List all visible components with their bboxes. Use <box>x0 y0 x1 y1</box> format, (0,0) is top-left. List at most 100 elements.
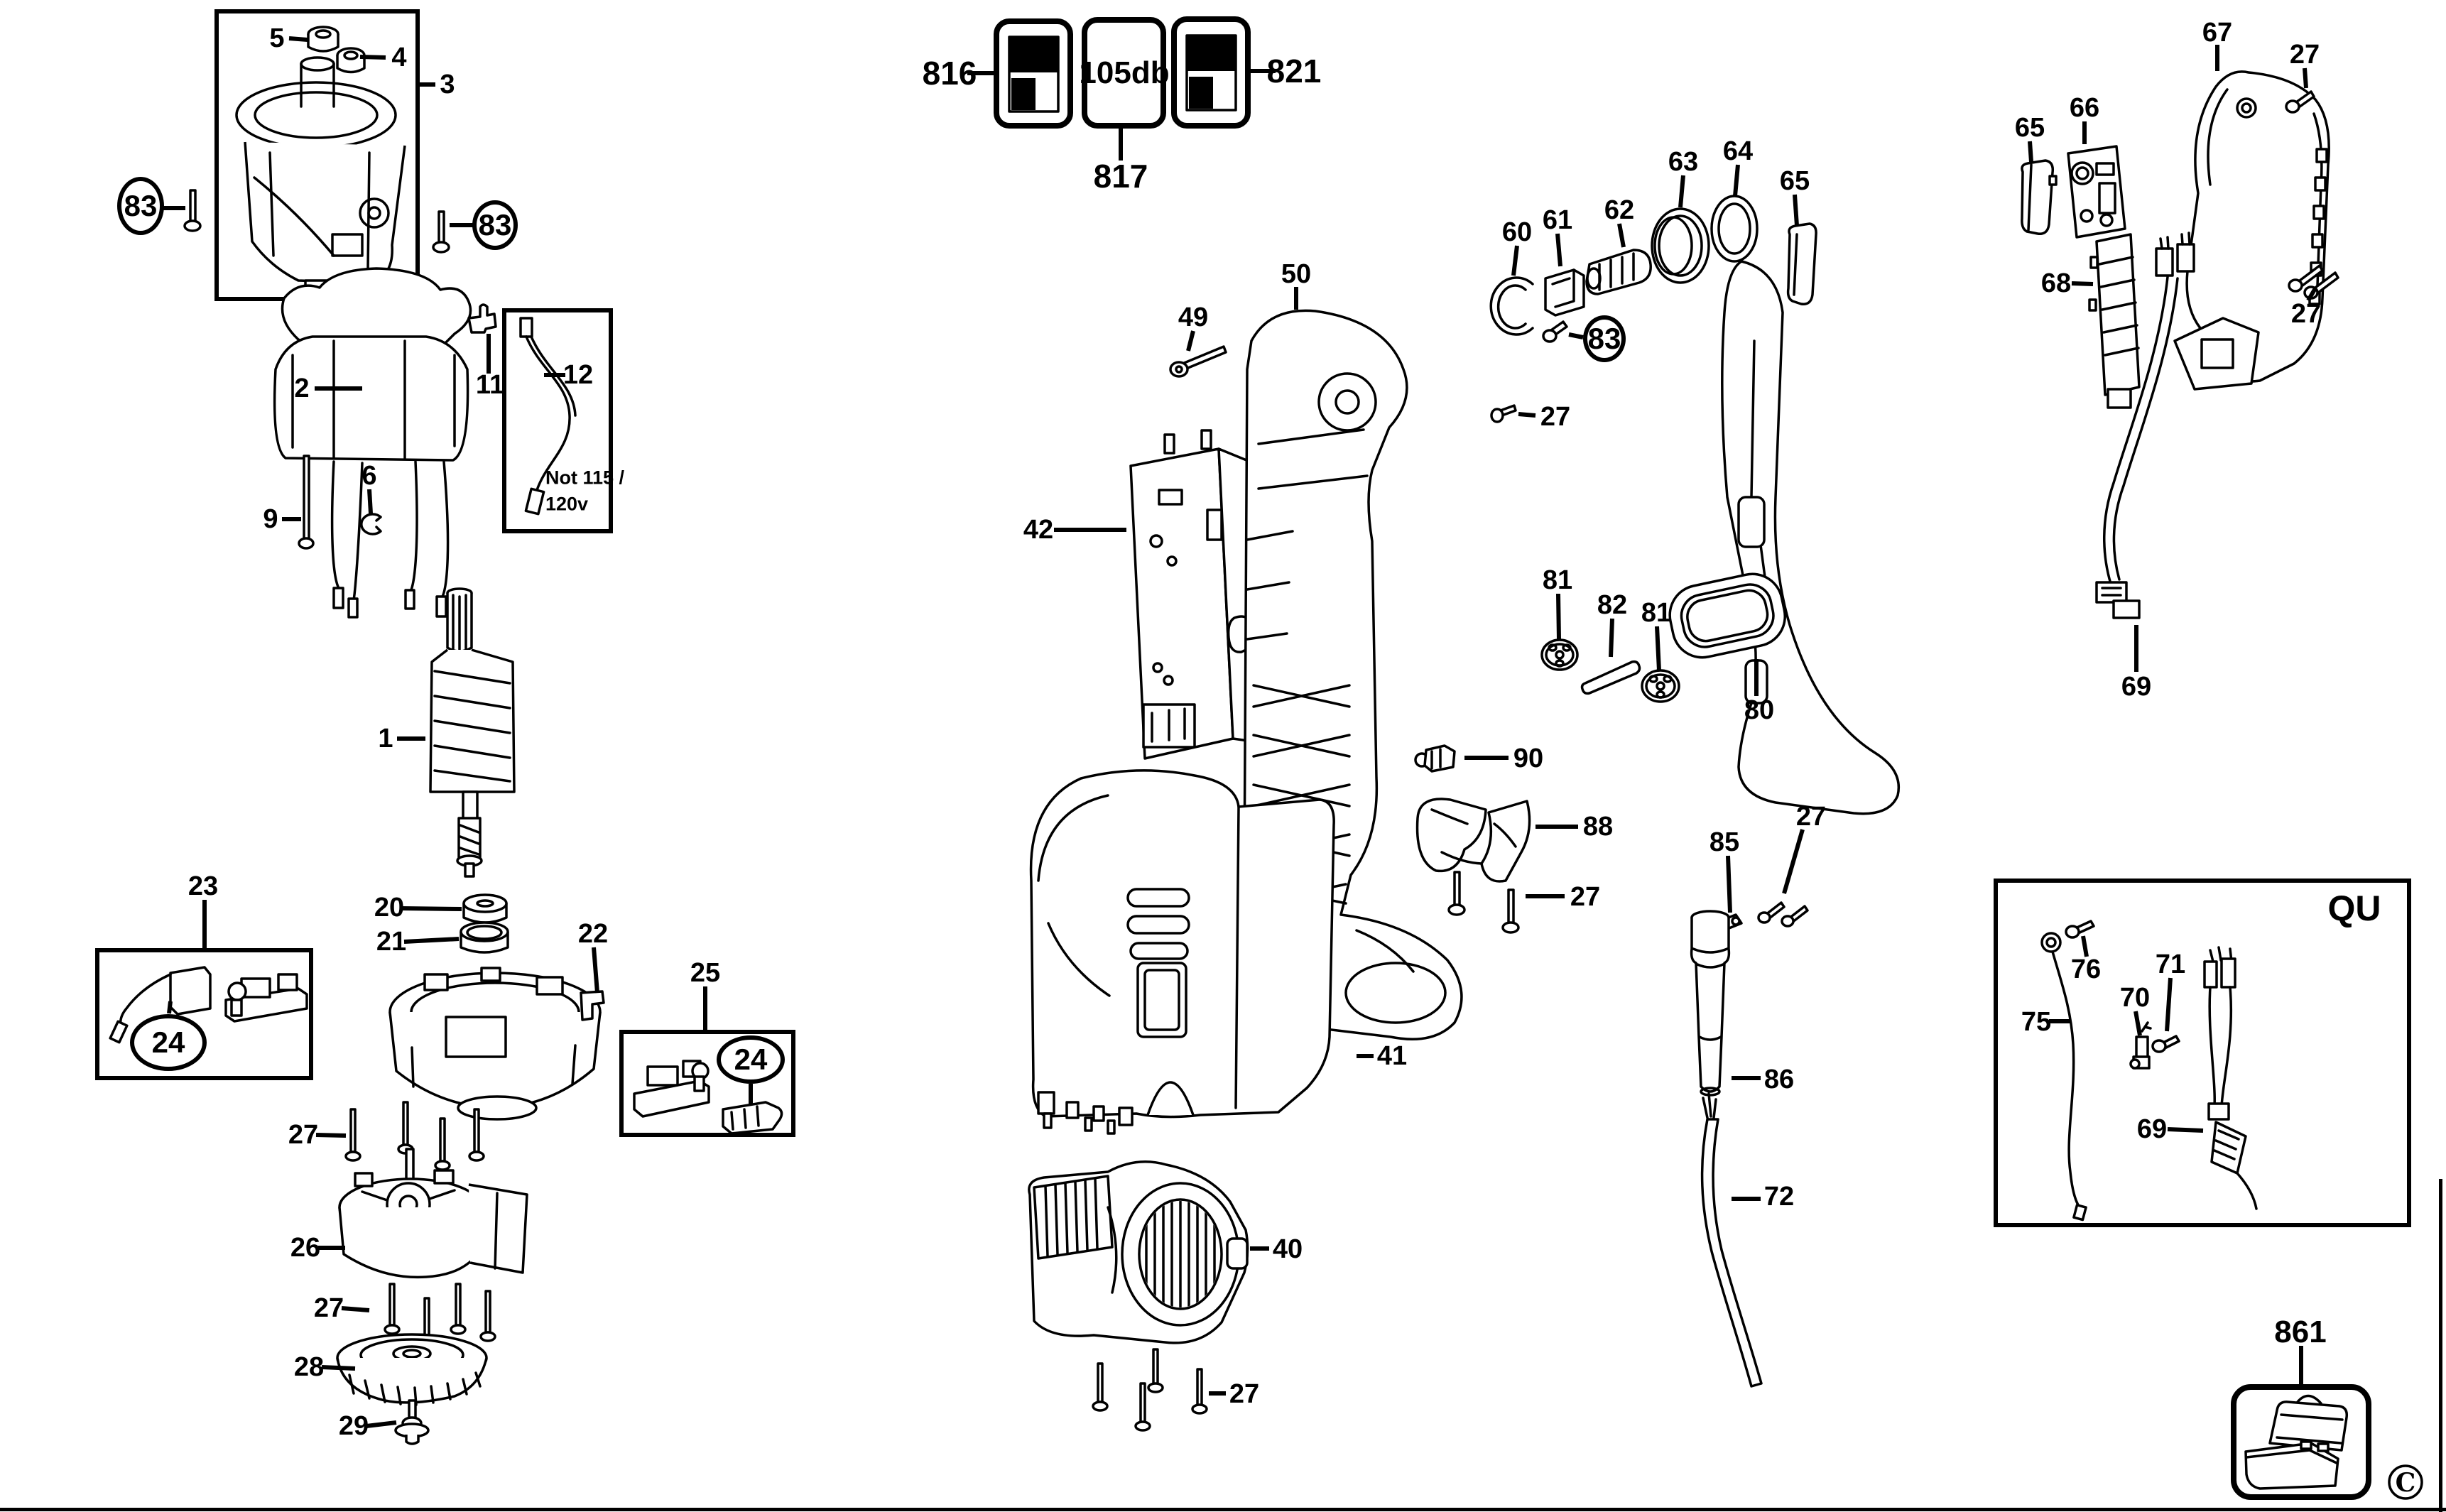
part-label-20-46: 20 <box>374 893 405 923</box>
leader-line-22-48 <box>592 947 599 994</box>
part-2-stator-drawing <box>273 267 472 619</box>
leader-line-21-47 <box>403 937 460 944</box>
part-label-71-61: 71 <box>2155 950 2186 979</box>
part-21-ring <box>460 921 509 954</box>
brush-kit-box-23 <box>95 948 313 1080</box>
part-label-25-51: 25 <box>690 958 721 988</box>
part-label-817-12: 817 <box>1093 158 1148 195</box>
leader-line-60-17 <box>1511 245 1519 276</box>
part-60-circlip <box>1489 276 1534 336</box>
note-line-1: Not 115 / <box>545 467 625 489</box>
part-label-21-47: 21 <box>376 927 407 957</box>
part-label-861-63: 861 <box>2274 1315 2327 1349</box>
part-82-pin <box>1580 660 1641 695</box>
part-62-cylinder <box>1585 249 1652 295</box>
part-label-27-34: 27 <box>1229 1379 1260 1409</box>
part-label-66-41: 66 <box>2069 93 2100 123</box>
leader-line-82-26 <box>1609 618 1614 658</box>
leader-line-70-60 <box>2134 1011 2142 1036</box>
part-28-fan-drawing <box>336 1333 488 1406</box>
part-label-9-6: 9 <box>263 504 278 534</box>
part-label-3-2: 3 <box>440 70 455 99</box>
part-label-27-36: 27 <box>1795 802 1827 832</box>
part-label-90-29: 90 <box>1513 744 1544 773</box>
part-49-screw <box>1169 345 1227 378</box>
leader-line-68-43 <box>2071 281 2094 286</box>
part-label-28-56: 28 <box>293 1352 325 1382</box>
part-label-29-57: 29 <box>338 1411 369 1441</box>
screws-27-upper-row <box>344 1101 485 1171</box>
part-3-gearcase-drawing <box>235 56 406 293</box>
leader-line-20-46 <box>401 906 462 911</box>
part-label-62-19: 62 <box>1604 195 1635 225</box>
page-border-bottom <box>0 1508 2446 1511</box>
leader-line-27-55 <box>341 1306 370 1312</box>
leader-line-61-18 <box>1555 233 1562 267</box>
leader-line-81-25 <box>1556 593 1561 640</box>
part-label-65-42: 65 <box>2014 113 2045 143</box>
part-22-fieldcase-drawing <box>388 967 605 1121</box>
leader-line-76-59 <box>2081 935 2089 957</box>
part-label-69-44: 69 <box>2121 672 2152 702</box>
part-label-88-30: 88 <box>1582 812 1614 842</box>
part-64-ring <box>1710 195 1759 263</box>
part-24-brush-and-holder-25 <box>633 1060 783 1135</box>
part-29-screw <box>394 1399 430 1445</box>
leader-line-6-7 <box>367 489 373 514</box>
part-label-40-33: 40 <box>1272 1234 1303 1264</box>
part-65-grip-left <box>2021 159 2058 235</box>
part-24-brush-and-holder-23 <box>109 966 308 1044</box>
qu-group-text: QU <box>2327 888 2381 928</box>
part-label-27-31: 27 <box>1570 882 1601 912</box>
part-label-49-14: 49 <box>1178 303 1209 332</box>
leader-line-83-23 <box>1568 332 1584 339</box>
leader-line-27-45 <box>2306 287 2317 302</box>
part-65-grip-right <box>1786 222 1817 305</box>
part-label-4-1: 4 <box>391 43 407 72</box>
part-label-81-25: 81 <box>1542 565 1573 595</box>
note-line-2: 120v <box>545 493 589 515</box>
screw-83-mid <box>1542 320 1568 343</box>
part-label-24-52: 24 <box>717 1035 785 1084</box>
part-label-68-43: 68 <box>2040 268 2072 298</box>
part-61-block <box>1544 268 1585 317</box>
part-label-27-54: 27 <box>288 1120 319 1150</box>
part-label-70-60: 70 <box>2119 983 2151 1013</box>
part-63-ring <box>1651 207 1710 284</box>
leader-line-4-1 <box>359 55 386 60</box>
part-label-83-3: 83 <box>117 177 164 235</box>
part-label-27-55: 27 <box>313 1293 344 1323</box>
part-70-contact <box>2129 1021 2152 1070</box>
screw-83-left <box>183 189 202 232</box>
part-66-switch <box>2067 145 2126 239</box>
leader-line-24-50 <box>167 1001 173 1014</box>
part-label-11-8: 11 <box>475 370 505 400</box>
part-label-42-16: 42 <box>1023 515 1054 545</box>
part-67-housing-drawing <box>2173 70 2330 391</box>
part-71-rivet <box>2151 1035 2180 1053</box>
part-label-27-24: 27 <box>1540 402 1571 432</box>
leader-line-49-14 <box>1186 330 1195 352</box>
leader-line-27-24 <box>1518 412 1536 418</box>
part-label-61-18: 61 <box>1542 205 1573 235</box>
cordset-note-box <box>502 308 613 533</box>
leader-line-71-61 <box>2165 977 2173 1032</box>
part-4-bushing <box>336 47 366 74</box>
leader-line-81-27 <box>1655 626 1661 671</box>
part-label-80-28: 80 <box>1744 695 1775 725</box>
leader-line-27-54 <box>315 1133 347 1138</box>
rivets-27-above-86 <box>1757 901 1809 928</box>
part-label-85-35: 85 <box>1709 827 1740 857</box>
copyright-circle <box>2388 1464 2423 1500</box>
part-label-5-0: 5 <box>269 23 285 53</box>
part-label-86-37: 86 <box>1763 1065 1795 1094</box>
part-12-leadwire <box>519 317 577 516</box>
screw-27-topright <box>2285 90 2315 114</box>
leader-line-85-35 <box>1726 855 1732 913</box>
part-label-69-62: 69 <box>2136 1114 2168 1144</box>
label-badge-816 <box>994 18 1073 129</box>
part-label-816-11: 816 <box>922 55 977 92</box>
part-69-harness-qu <box>2203 946 2258 1210</box>
part-label-75-58: 75 <box>2021 1007 2052 1037</box>
